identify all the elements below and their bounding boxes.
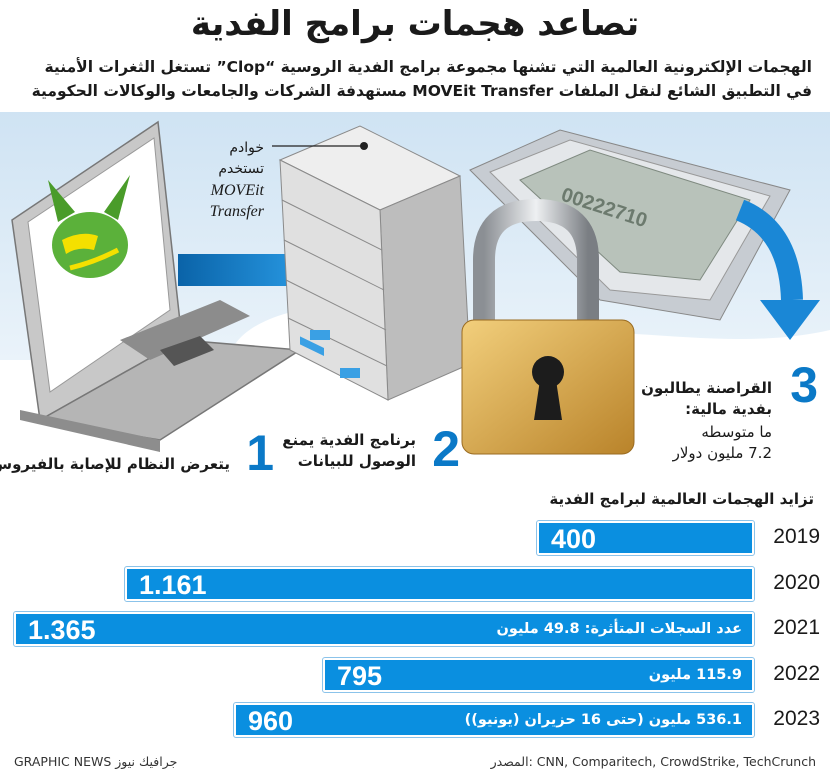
chart-title: تزايد الهجمات العالمية لبرامج الفدية: [549, 490, 814, 508]
illustration: 00222710: [0, 112, 830, 455]
step-1-number: 1: [246, 425, 274, 481]
bar-note: 115.9 مليون: [648, 666, 742, 683]
bar: 960 536.1 مليون (حتى 16 حزيران (يونيو)): [233, 702, 755, 738]
step-3-number: 3: [790, 357, 818, 413]
server-stack-icon: [272, 125, 471, 401]
bar-value-label: 400: [551, 524, 597, 554]
bar-note: عدد السجلات المتأثرة: 49.8 مليون: [496, 621, 742, 637]
bar-row: 1.365 عدد السجلات المتأثرة: 49.8 مليون 202…: [0, 611, 830, 648]
bar-note: 536.1 مليون (حتى 16 حزيران (يونيو)): [464, 712, 742, 728]
bar: 1.365 عدد السجلات المتأثرة: 49.8 مليون: [13, 611, 755, 647]
bar-year-label: 2022: [773, 661, 820, 685]
server-label: خوادم تستخدم MOVEit Transfer: [209, 140, 264, 220]
bar-value-label: 1.365: [28, 615, 96, 645]
step-1-text: يتعرض النظام للإصابة بالفيروس: [0, 455, 230, 473]
bar: 1.161: [124, 565, 755, 602]
bar-year-label: 2023: [773, 707, 820, 730]
subtitle-line-1: الهجمات الإلكترونية العالمية التي تشنها …: [44, 58, 812, 76]
bar-row: 795 115.9 مليون 2022: [0, 656, 830, 694]
bar-value-label: 1.161: [139, 569, 207, 600]
step-2-text: برنامج الفدية يمنع الوصول للبيانات: [282, 431, 416, 470]
step-3: 3 القراصنة يطالبون بفدية مالية: ما متوسط…: [638, 358, 818, 478]
money-stack-icon: 00222710: [469, 129, 791, 321]
bar-row: 400 2019: [0, 520, 830, 557]
bar-year-label: 2020: [773, 570, 820, 594]
bar-row: 960 536.1 مليون (حتى 16 حزيران (يونيو)) 20…: [0, 702, 830, 739]
footer-credit: GRAPHIC NEWS جرافيك نيوز: [14, 754, 178, 769]
footer-source: المصدر: CNN, Comparitech, CrowdStrike, T…: [490, 754, 816, 769]
step-3-amount: ما متوسطه 7.2 مليون دولار: [672, 423, 772, 462]
subtitle-line-2: في التطبيق الشائع لنقل الملفات MOVEit Tr…: [31, 82, 812, 100]
step-2-number: 2: [432, 421, 460, 477]
step-2: 2 برنامج الفدية يمنع الوصول للبيانات: [282, 418, 460, 478]
step-3-text: القراصنة يطالبون بفدية مالية:: [641, 379, 772, 418]
step-1: 1 يتعرض النظام للإصابة بالفيروس: [0, 425, 274, 481]
bar-row: 1.161 2020: [0, 565, 830, 603]
bar-value-label: 795: [337, 660, 383, 691]
curved-arrow-icon: [735, 199, 820, 340]
virus-logo-icon: [48, 175, 130, 278]
bar: 400: [536, 520, 755, 556]
bar-year-label: 2021: [773, 616, 820, 639]
page-title: تصاعد هجمات برامج الفدية: [190, 4, 640, 44]
bar-value-label: 960: [248, 706, 294, 736]
bar: 795 115.9 مليون: [322, 656, 755, 693]
padlock-icon: [461, 198, 635, 455]
bar-year-label: 2019: [773, 525, 820, 548]
